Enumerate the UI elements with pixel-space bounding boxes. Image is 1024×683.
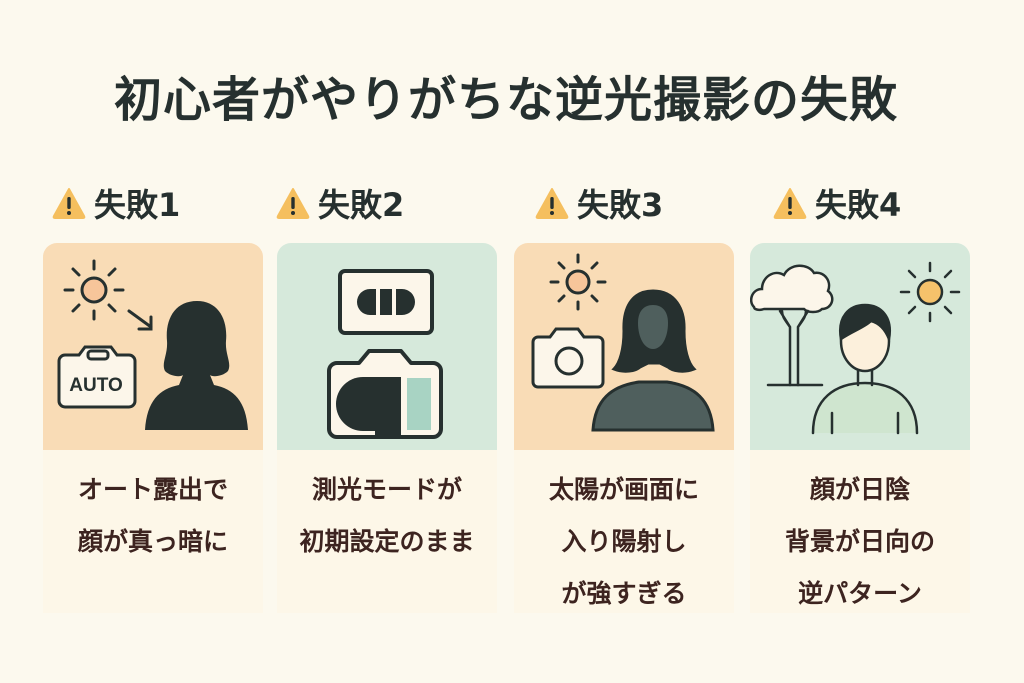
illustration — [277, 243, 497, 450]
description-line: 入り陽射し — [561, 527, 687, 556]
description-line: 測光モードが — [311, 475, 462, 504]
heading-label: 失敗2 — [318, 186, 405, 224]
person-silhouette — [145, 301, 248, 430]
warning-icon — [773, 188, 807, 219]
description-line: 太陽が画面に — [548, 475, 699, 504]
camera-icon — [531, 327, 605, 389]
description-line: 顔が真っ暗に — [77, 527, 228, 556]
heading-label: 失敗1 — [94, 186, 181, 224]
failure-card-1: AUTO オート露出で 顔が真っ暗に — [43, 243, 263, 613]
heading-failure-3: 失敗3 — [535, 180, 663, 226]
person-silhouette — [591, 289, 715, 432]
camera-mode-label: AUTO — [69, 375, 122, 396]
failure-description: 顔が日陰 背景が日向の 逆パターン — [750, 450, 970, 613]
description-line: が強すぎる — [561, 579, 687, 608]
description-line: 顔が日陰 — [809, 475, 910, 504]
heading-label: 失敗4 — [815, 186, 902, 224]
failure-card-4: 顔が日陰 背景が日向の 逆パターン — [750, 243, 970, 613]
failure-card-2: 測光モードが 初期設定のまま — [277, 243, 497, 613]
heading-failure-1: 失敗1 — [52, 180, 180, 226]
illustration — [514, 243, 734, 450]
failure-card-3: 太陽が画面に 入り陽射し が強すぎる — [514, 243, 734, 613]
sun-icon — [549, 253, 607, 311]
description-line: 逆パターン — [798, 579, 922, 608]
metering-mode-icon — [338, 269, 434, 335]
warning-icon — [52, 188, 86, 219]
camera-icon — [327, 349, 443, 439]
sun-icon — [63, 259, 125, 321]
heading-label: 失敗3 — [577, 186, 664, 224]
illustration — [750, 243, 970, 450]
failure-description: 測光モードが 初期設定のまま — [277, 450, 497, 613]
failure-description: 太陽が画面に 入り陽射し が強すぎる — [514, 450, 734, 613]
heading-failure-4: 失敗4 — [773, 180, 901, 226]
description-line: 初期設定のまま — [299, 527, 475, 556]
description-line: 背景が日向の — [784, 527, 935, 556]
tree-icon — [750, 264, 834, 387]
arrow-icon — [127, 309, 153, 331]
heading-failure-2: 失敗2 — [276, 180, 404, 226]
page-title: 初心者がやりがちな逆光撮影の失敗 — [113, 72, 898, 128]
camera-auto-icon: AUTO — [57, 345, 137, 409]
failure-description: オート露出で 顔が真っ暗に — [43, 450, 263, 613]
warning-icon — [535, 188, 569, 219]
description-line: オート露出で — [77, 475, 228, 504]
warning-icon — [276, 188, 310, 219]
illustration: AUTO — [43, 243, 263, 450]
sun-icon — [899, 261, 961, 323]
person-icon — [811, 303, 919, 435]
